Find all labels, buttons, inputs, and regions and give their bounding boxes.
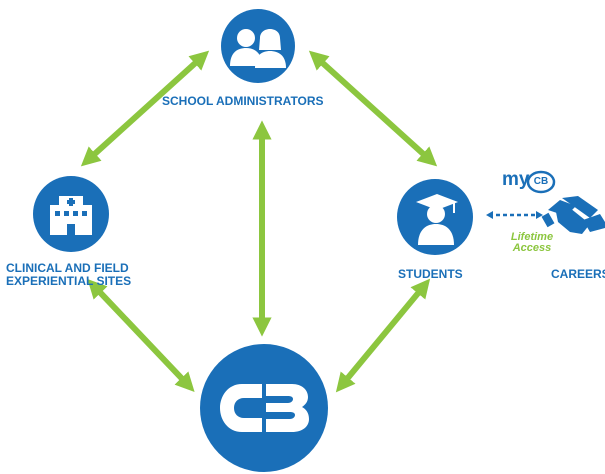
arrow-admins-students <box>308 50 438 167</box>
clinical-label: CLINICAL AND FIELD EXPERIENTIAL SITES <box>6 262 131 288</box>
cb-node <box>200 344 328 472</box>
hospital-icon <box>50 196 92 235</box>
careers-label: CAREERS <box>551 267 605 281</box>
mycb-prefix: my <box>502 169 530 190</box>
graduate-icon <box>416 194 458 245</box>
clinical-label-line2: EXPERIENTIAL SITES <box>6 274 132 288</box>
clinical-label-line1: CLINICAL AND FIELD <box>6 261 129 275</box>
admins-label: SCHOOL ADMINISTRATORS <box>162 94 324 108</box>
clinical-node <box>33 176 109 252</box>
admins-node <box>221 9 295 83</box>
arrow-students-cb <box>335 278 431 393</box>
lifetime-line1: Lifetime <box>510 231 554 243</box>
arrow-clinical-cb <box>87 279 195 392</box>
people-icon <box>230 29 286 68</box>
students-label: STUDENTS <box>398 267 463 281</box>
lifetime-access: Lifetime Access <box>507 232 557 254</box>
mycb-badge-icon <box>526 170 556 194</box>
lifetime-line2: Access <box>512 242 552 254</box>
cb-logo-icon <box>220 384 309 432</box>
mycb-badge-text: CB <box>533 176 549 187</box>
students-node <box>397 179 473 255</box>
arrow-admins-clinical <box>80 50 210 167</box>
handshake-icon <box>541 196 605 234</box>
